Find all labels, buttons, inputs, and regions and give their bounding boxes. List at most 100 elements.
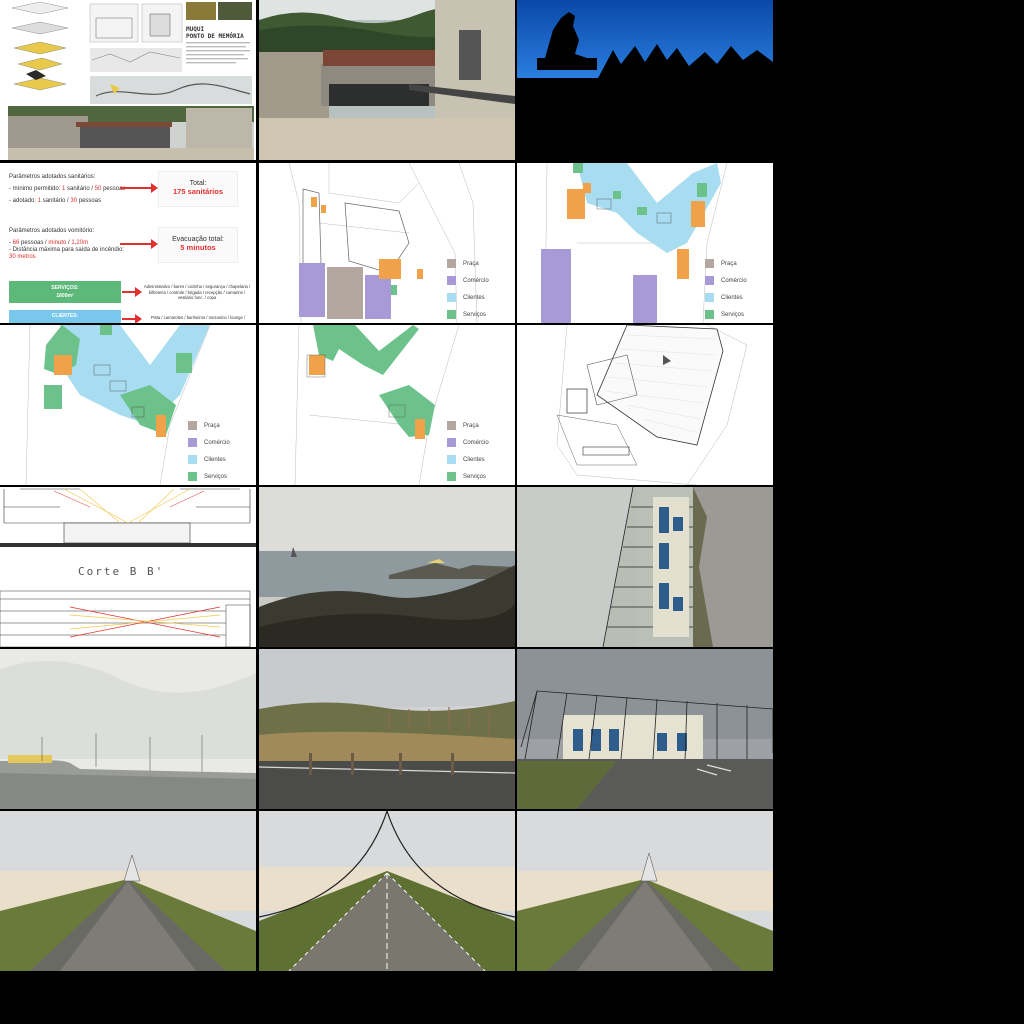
legend-item-servicos: Serviços [188,468,230,485]
floor-plan-2-drawing [517,163,773,323]
sanitarios-line2-a: - adotado: [9,198,38,204]
tile-presentation-board[interactable]: MUQUI PONTO DE MEMÓRIA [0,0,256,160]
vomitorio-line1-b: 66 [12,240,20,246]
legend: Praça Comércio Clientes Serviços [447,417,489,485]
legend-label-servicos: Serviços [463,311,487,318]
evacuation-value: 5 minutos [180,243,216,252]
vomitorio-line1-f: 1,20m [71,240,89,246]
tile-jetty-photo-1[interactable] [0,811,256,971]
praca-swatch [447,421,456,430]
tile-building-rotated-photo[interactable] [517,487,773,647]
legend-label-servicos: Serviços [204,473,228,480]
comercio-swatch [705,276,714,285]
legend-label-servicos: Serviços [721,311,745,318]
tile-section-drawing[interactable]: Corte B B' [0,487,256,647]
legend-item-clientes: Clientes [705,289,747,306]
tile-jetty-photo-2[interactable] [517,811,773,971]
tile-parameters-diagram[interactable]: Parâmetros adotados sanitários: - mínimo… [0,163,256,323]
servicos-swatch [447,472,456,481]
floor-plan-1-drawing [259,163,515,323]
tile-dunes-photo[interactable] [259,649,515,809]
clientes-swatch [447,455,456,464]
sanitarios-line1: - mínimo permitido: 1 sanitário / 50 pes… [9,185,125,193]
tile-coast-photo[interactable] [259,487,515,647]
sanitarios-line1-c: sanitário / [65,186,95,192]
arrow-icon [122,314,142,323]
servicos-swatch [188,472,197,481]
sanitarios-line1-b: 1 [62,186,66,192]
tile-building-photo[interactable] [517,649,773,809]
tile-floor-plan-3[interactable]: Praça Comércio Clientes Serviços [0,325,256,485]
section-title: Corte B B' [78,565,165,578]
total-value: 175 sanitários [172,187,224,196]
tile-courtyard-render[interactable] [259,0,515,160]
total-box: Total: 175 sanitários [158,171,238,207]
legend-label-praca: Praça [463,422,479,429]
legend-item-servicos: Serviços [447,468,489,485]
legend-item-clientes: Clientes [447,451,489,468]
coast-photo-drawing [259,487,515,647]
legend: Praça Comércio Clientes Serviços [705,255,747,323]
servicos-area: 1600m² [56,293,74,299]
vomitorio-line1-c: pessoas / [19,240,49,246]
vomitorio-line1-e: / [66,240,72,246]
sanitarios-heading: Parâmetros adotados sanitários: [9,174,96,180]
jetty-photo-1-drawing [0,811,256,971]
vomitorio-heading: Parâmetros adotados vomitório: [9,228,95,234]
total-label: Total: [189,180,207,187]
tile-roof-plan[interactable] [517,325,773,485]
tile-jetty-lines-photo[interactable] [259,811,515,971]
vomitorio-line1-d: minuto [48,240,67,246]
legend-label-clientes: Clientes [463,294,485,301]
servicos-bar: SERVIÇOS: 1600m² [9,281,121,303]
sanitarios-line2-b: 1 [37,198,42,204]
tile-landscape-section[interactable] [0,649,256,809]
legend-label-clientes: Clientes [463,456,485,463]
tile-floor-plan-4[interactable]: Praça Comércio Clientes Serviços [259,325,515,485]
tile-floor-plan-2[interactable]: Praça Comércio Clientes Serviços [517,163,773,323]
comercio-swatch [447,438,456,447]
evacuation-label: Evacuação total: [172,236,224,243]
arrow-icon [120,239,158,249]
clientes-description: Pista / camarotes / banheiros / mezanino… [150,315,246,320]
building-photo-drawing [517,649,773,809]
servicos-description: Administrativo / bares / cozinha / segur… [143,284,251,300]
servicos-label: SERVIÇOS: [51,285,79,291]
clientes-swatch [447,293,456,302]
arrow-icon [120,183,158,193]
legend: Praça Comércio Clientes Serviços [188,417,230,485]
floor-plan-4-drawing [259,325,515,485]
legend-item-comercio: Comércio [188,434,230,451]
legend-item-comercio: Comércio [447,434,489,451]
legend-label-comercio: Comércio [204,439,230,446]
vomitorio-line1: - 66 pessoas / minuto / 1,20m [9,239,88,247]
vomitorio-line1-a: - [9,240,13,246]
legend-item-comercio: Comércio [447,272,489,289]
legend-label-servicos: Serviços [463,473,487,480]
legend-label-comercio: Comércio [463,439,489,446]
legend-label-praca: Praça [204,422,220,429]
praca-swatch [705,259,714,268]
concert-silhouette-drawing [517,0,773,160]
board-title-line2: PONTO DE MEMÓRIA [186,33,244,40]
legend-item-praca: Praça [447,417,489,434]
tile-floor-plan-1[interactable]: Praça Comércio Clientes Serviços [259,163,515,323]
legend: Praça Comércio Clientes Serviços [447,255,489,323]
sanitarios-line2-d: 30 [70,198,78,204]
landscape-section-drawing [0,649,256,809]
legend-item-praca: Praça [705,255,747,272]
tile-concert-silhouette[interactable] [517,0,773,160]
clientes-swatch [705,293,714,302]
comercio-swatch [188,438,197,447]
floor-plan-3-drawing [0,325,256,485]
image-grid: MUQUI PONTO DE MEMÓRIA [0,0,773,971]
legend-label-comercio: Comércio [463,277,489,284]
sanitarios-line2-c: sanitário / [41,198,71,204]
sanitarios-line1-e: pessoas [101,186,126,192]
evacuation-box: Evacuação total: 5 minutos [158,227,238,263]
sanitarios-line1-d: 50 [94,186,102,192]
legend-item-servicos: Serviços [705,306,747,323]
legend-label-clientes: Clientes [204,456,226,463]
clientes-swatch [188,455,197,464]
legend-item-praca: Praça [188,417,230,434]
